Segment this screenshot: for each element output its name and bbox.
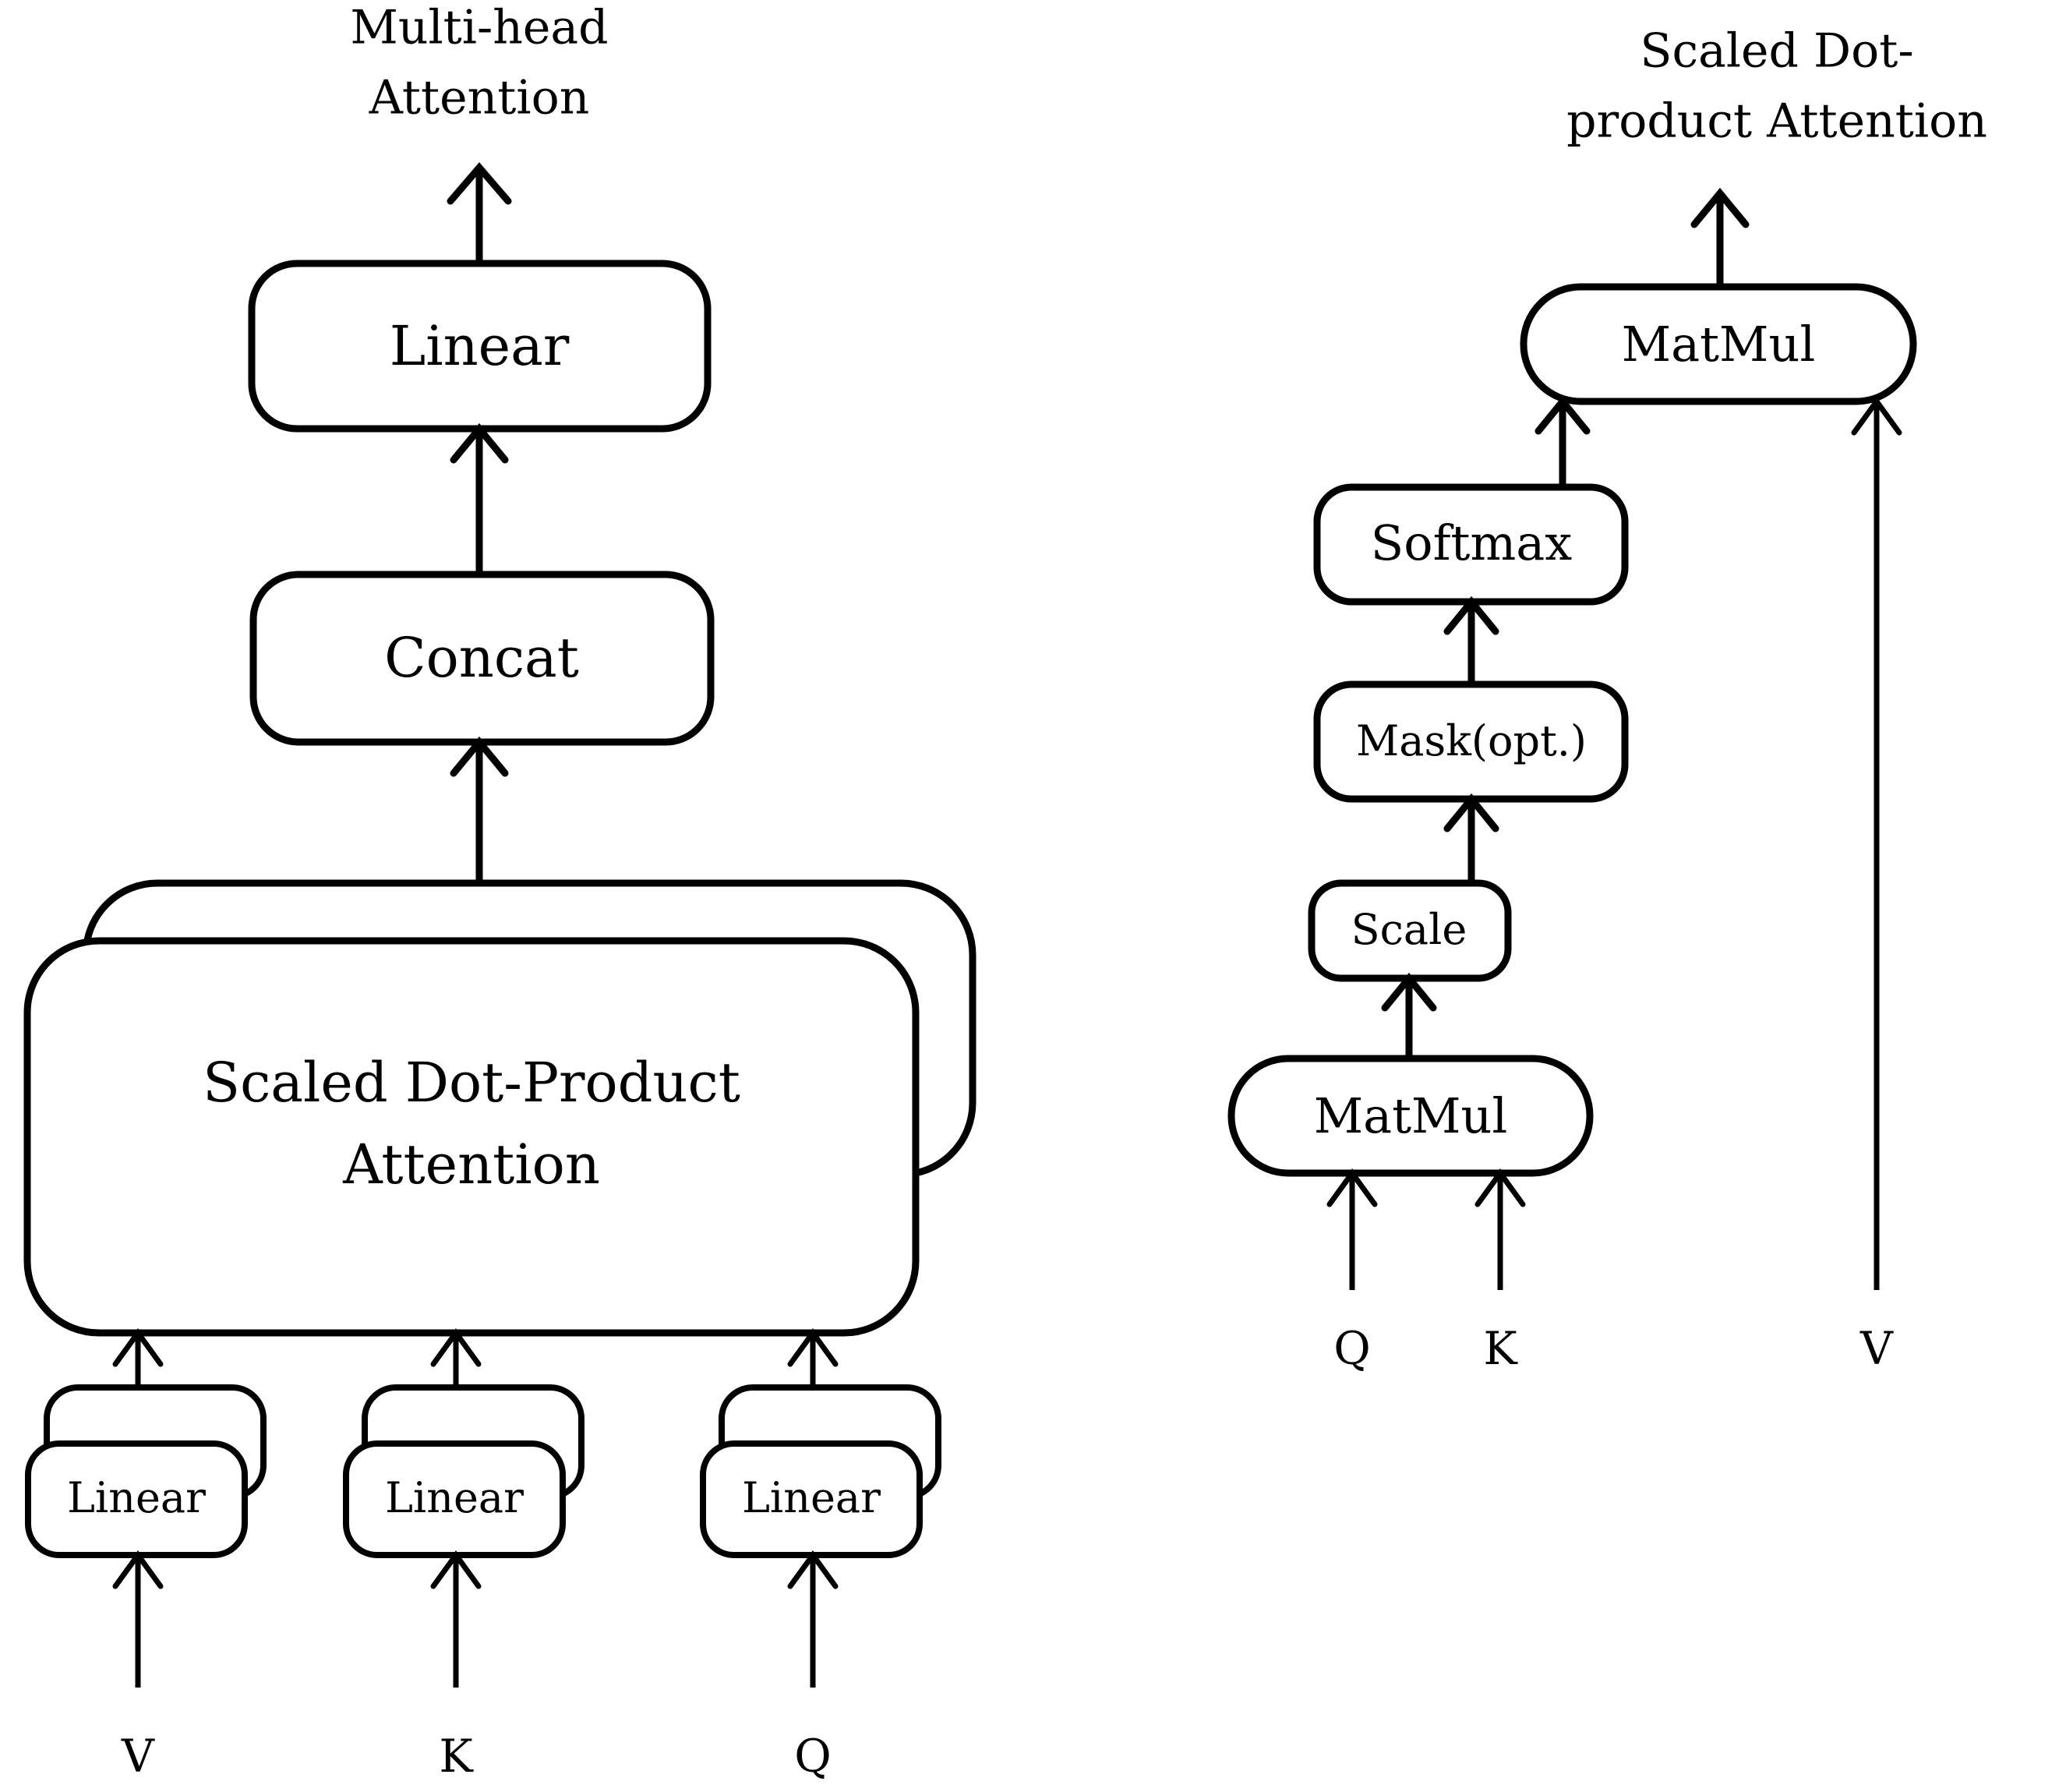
node-concat-label: Concat <box>384 626 579 690</box>
node-matmul-bottom[interactable] <box>1227 1055 1594 1177</box>
right-input-label-v: V <box>1859 1322 1894 1375</box>
arrow-head-scale-to-mask <box>1443 793 1499 832</box>
arrow-head-output <box>447 162 512 205</box>
node-scale-label: Scale <box>1351 905 1467 954</box>
arrow-head-right-input-k <box>1474 1168 1526 1207</box>
input-label-k: K <box>439 1730 474 1783</box>
node-softmax-label: Softmax <box>1371 514 1572 571</box>
node-linear-k-label: Linear <box>385 1473 524 1522</box>
node-sdpa[interactable] <box>23 937 920 1337</box>
arrow-head-concat-to-linear <box>450 422 509 464</box>
input-label-q: Q <box>794 1730 832 1783</box>
node-mask-label: Mask(opt.) <box>1356 716 1587 765</box>
node-linear-v-label: Linear <box>67 1473 206 1522</box>
node-matmul-top[interactable] <box>1520 283 1917 405</box>
arrow-head-linear-k-to-sdpa <box>430 1328 482 1367</box>
left-title-line1: Multi-head <box>350 1 608 55</box>
arrow-head-right-output <box>1690 187 1750 228</box>
arrow-head-softmax-to-matmul <box>1534 395 1591 435</box>
input-label-v: V <box>121 1730 155 1783</box>
node-matmul-bottom-label: MatMul <box>1314 1087 1508 1144</box>
node-linear-q-label: Linear <box>742 1473 881 1522</box>
arrow-head-input-k <box>430 1550 482 1589</box>
left-title-line2: Attention <box>369 71 590 125</box>
node-sdpa-label-line1: Scaled Dot-Product <box>203 1051 740 1115</box>
node-matmul-top-label: MatMul <box>1622 316 1816 373</box>
arrow-head-right-input-v <box>1851 397 1902 436</box>
arrow-head-matmul-to-scale <box>1381 972 1437 1012</box>
node-sdpa-label-line2: Attention <box>342 1133 600 1196</box>
arrow-head-right-input-q <box>1326 1168 1378 1207</box>
arrow-head-linear-q-to-sdpa <box>787 1328 839 1367</box>
right-input-label-k: K <box>1483 1322 1518 1375</box>
arrow-head-input-v <box>112 1550 164 1589</box>
arrow-head-mask-to-softmax <box>1443 596 1499 635</box>
arrow-head-sdpa-to-concat <box>450 736 509 777</box>
right-input-label-q: Q <box>1333 1322 1371 1375</box>
right-title-line2: product Attention <box>1566 94 1987 149</box>
arrow-head-linear-v-to-sdpa <box>112 1328 164 1367</box>
node-linear-top-label: Linear <box>390 314 570 378</box>
arrow-head-input-q <box>787 1550 839 1589</box>
right-title-line1: Scaled Dot- <box>1640 24 1913 79</box>
